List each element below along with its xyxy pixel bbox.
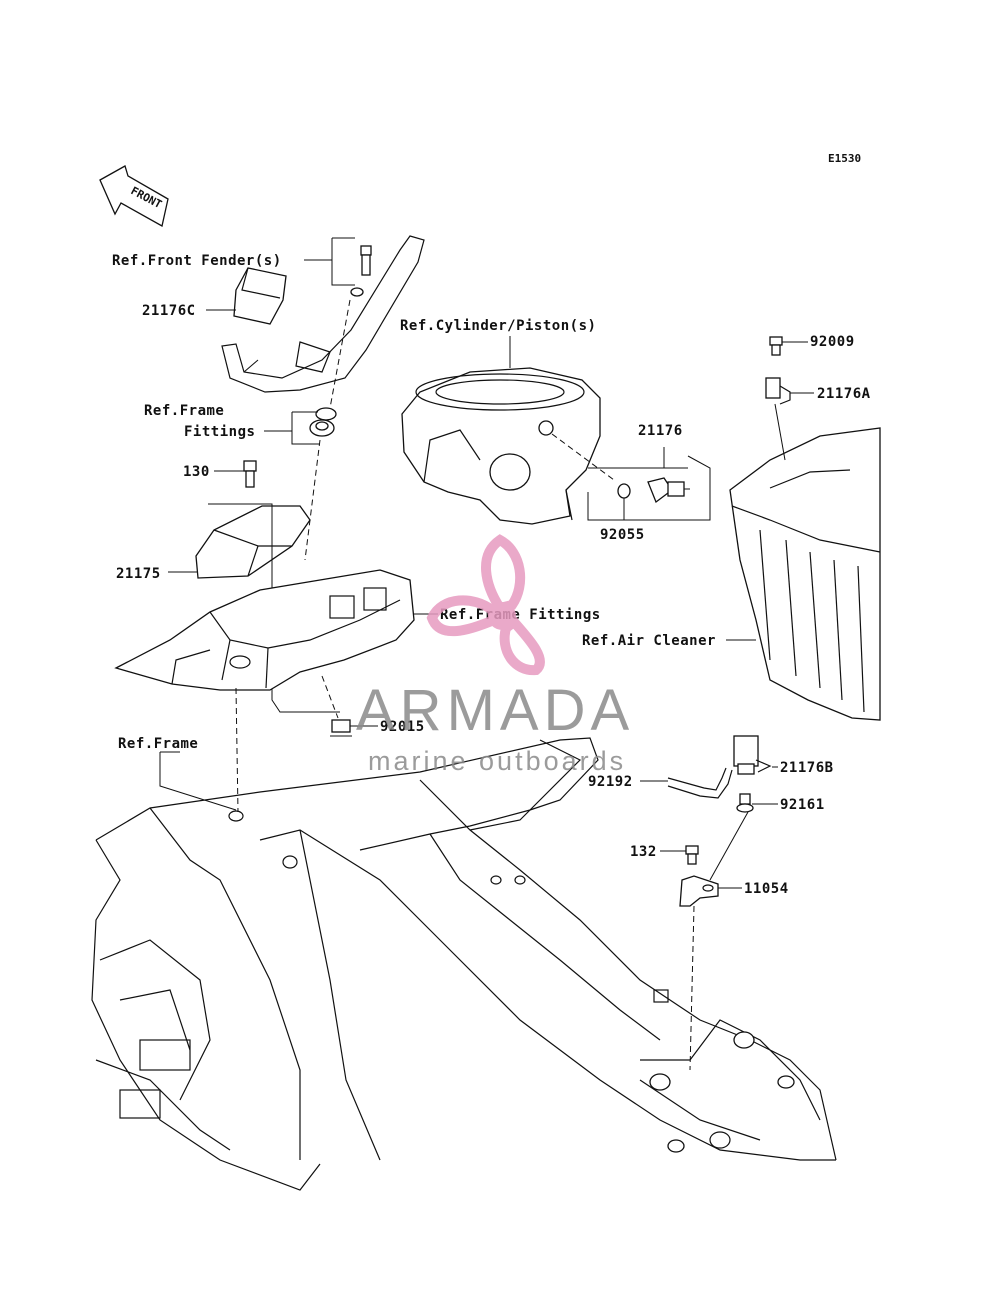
watermark-brand: ARMADA [356, 678, 634, 743]
watermark-tagline: marine outboards [368, 746, 626, 776]
label-21176a: 21176A [817, 386, 871, 402]
label-11054: 11054 [744, 881, 789, 897]
label-21176c: 21176C [142, 303, 196, 319]
cylinder-block [401, 367, 601, 525]
label-ref-frame: Ref.Frame [118, 736, 198, 752]
part-21176c-sensor [233, 267, 287, 325]
label-21176b: 21176B [780, 760, 834, 776]
part-21176-sensor [647, 477, 690, 504]
label-92015: 92015 [380, 719, 425, 735]
part-92009-screw [769, 336, 783, 356]
front-arrow-icon: FRONT [99, 165, 169, 227]
part-21176b-sensor [733, 735, 772, 775]
part-92161-nipple [736, 793, 754, 813]
label-21176: 21176 [638, 423, 683, 439]
air-cleaner-box [729, 427, 881, 721]
label-92192: 92192 [588, 774, 633, 790]
label-ref-frame-fittings-line1: Ref.Frame [144, 403, 224, 419]
label-132: 132 [630, 844, 657, 860]
electrical-tray [114, 569, 415, 691]
part-92015-clip [330, 719, 352, 737]
label-ref-air-cleaner: Ref.Air Cleaner [582, 633, 716, 649]
part-11054-bracket [679, 875, 719, 907]
label-130: 130 [183, 464, 210, 480]
label-ref-cylinder-piston: Ref.Cylinder/Piston(s) [400, 318, 596, 334]
label-ref-front-fender: Ref.Front Fender(s) [112, 253, 282, 269]
frame-fitting-bushings [309, 407, 337, 437]
armada-logo-icon [426, 534, 545, 676]
bolt-130 [243, 460, 257, 488]
part-92055-oring [617, 483, 631, 499]
diagram-code: E1530 [828, 152, 861, 165]
label-ref-frame-fittings-line2: Fittings [184, 424, 255, 440]
label-92161: 92161 [780, 797, 825, 813]
label-ref-frame-fittings-2: Ref.Frame Fittings [440, 607, 601, 623]
label-21175: 21175 [116, 566, 161, 582]
label-92055: 92055 [600, 527, 645, 543]
front-fender-bracket [221, 235, 425, 393]
part-21175-ecu [195, 505, 311, 579]
part-132-bolt [685, 845, 699, 865]
part-21176a-sensor [765, 377, 791, 461]
label-92009: 92009 [810, 334, 855, 350]
main-frame [91, 737, 837, 1191]
part-92192-hose [667, 767, 733, 799]
bolt-fender [350, 245, 372, 297]
